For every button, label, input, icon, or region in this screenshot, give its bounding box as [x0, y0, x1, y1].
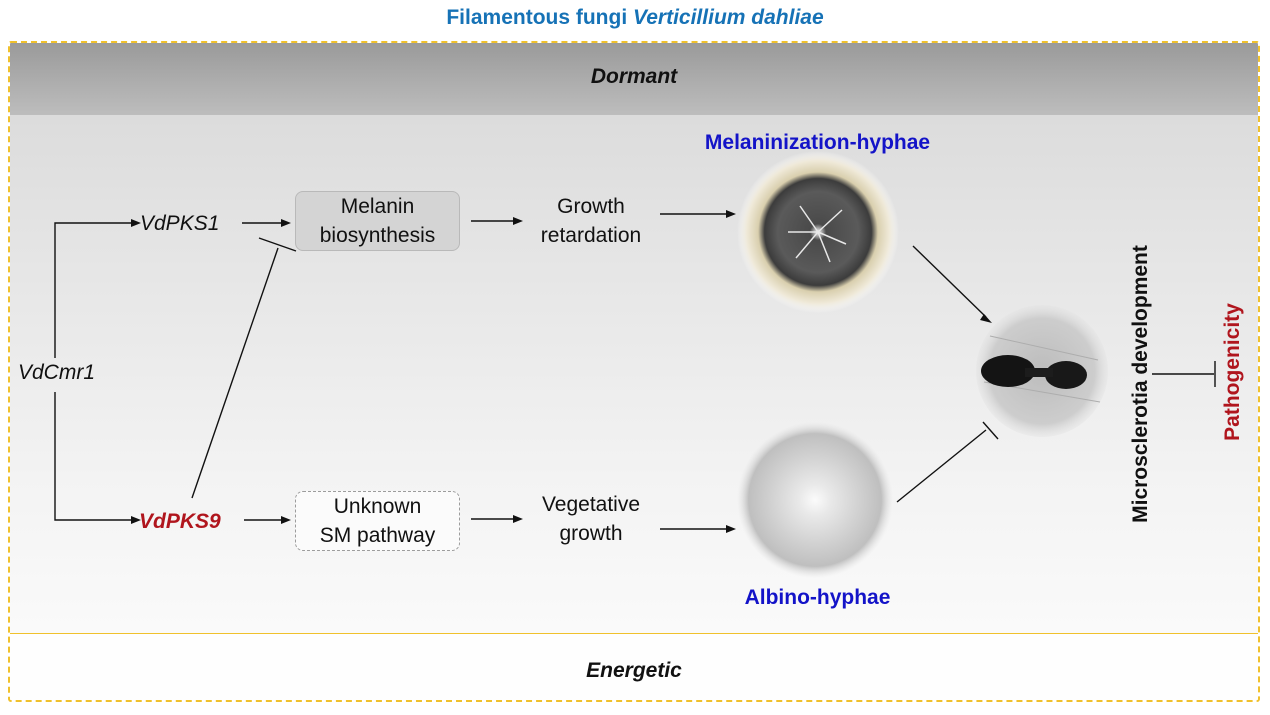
- vegetative-growth-text: Vegetative growth: [516, 490, 666, 548]
- vegetative-growth-line2: growth: [559, 522, 623, 545]
- melanized-colony-image: [737, 151, 899, 313]
- growth-retardation-line1: Growth: [557, 195, 625, 218]
- vdcmr1-label: VdCmr1: [18, 361, 96, 384]
- unknown-line1: Unknown: [333, 495, 422, 518]
- melanized-hyphae-label: Melaninization-hyphae: [704, 131, 931, 154]
- albino-colony-image: [737, 422, 893, 578]
- energetic-label: Energetic: [586, 659, 682, 682]
- albino-hyphae-label: Albino-hyphae: [744, 586, 891, 609]
- melanin-biosynthesis-box: Melanin biosynthesis: [295, 191, 460, 251]
- dormant-band: Dormant: [10, 43, 1258, 116]
- dormant-label: Dormant: [590, 65, 678, 88]
- pathogenicity-label: Pathogenicity: [1221, 303, 1244, 441]
- vdpks1-label: VdPKS1: [140, 212, 220, 235]
- unknown-sm-pathway-box: Unknown SM pathway: [295, 491, 460, 551]
- melanin-line2: biosynthesis: [319, 224, 436, 247]
- energetic-band: Energetic: [10, 633, 1258, 700]
- growth-retardation-text: Growth retardation: [521, 192, 661, 250]
- title-prefix: Filamentous fungi: [446, 6, 634, 29]
- vdpks9-label: VdPKS9: [139, 510, 221, 533]
- microsclerotia-development-label: Microsclerotia development: [1129, 245, 1152, 523]
- figure-title: Filamentous fungi Verticillium dahliae: [0, 6, 1270, 30]
- vegetative-growth-line1: Vegetative: [541, 493, 641, 516]
- title-species: Verticillium dahliae: [633, 6, 824, 29]
- growth-retardation-line2: retardation: [540, 224, 642, 247]
- unknown-line2: SM pathway: [319, 524, 436, 547]
- melanin-line1: Melanin: [340, 195, 415, 218]
- microsclerotia-image: [976, 305, 1108, 437]
